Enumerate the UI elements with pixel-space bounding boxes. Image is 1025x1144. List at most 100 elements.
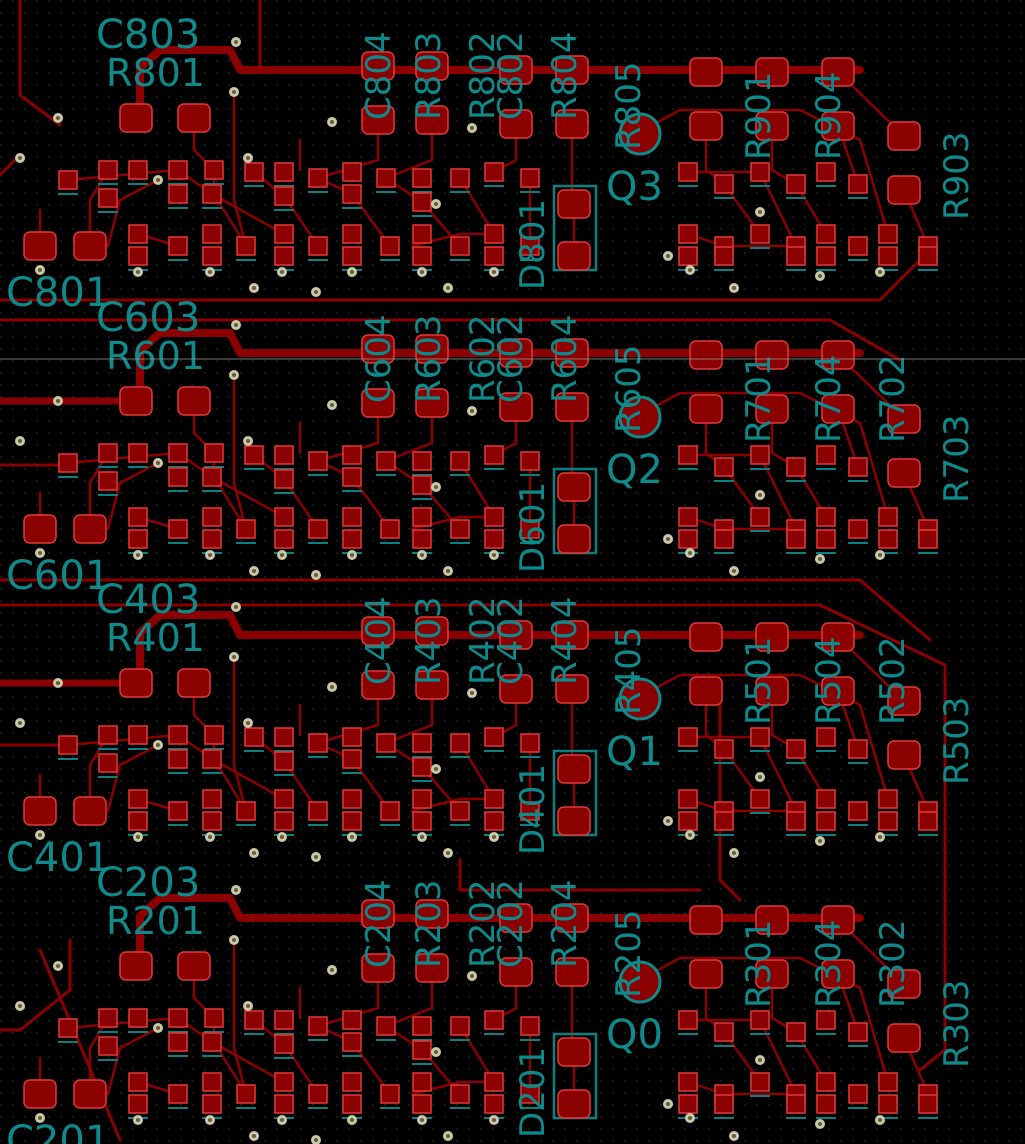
smd-pad: [887, 404, 921, 434]
via-hole: [434, 485, 438, 489]
via-hole: [878, 553, 882, 557]
ic-pad: [308, 1084, 328, 1104]
ic-pad: [274, 469, 294, 489]
copper-trace: [88, 168, 110, 248]
via-hole: [666, 819, 670, 823]
ic-pad: [98, 443, 118, 463]
component-label: R704: [809, 354, 849, 443]
smd-pad: [23, 514, 57, 544]
transistor-pad: [618, 677, 662, 721]
smd-pad: [555, 903, 589, 933]
smd-pad: [499, 392, 533, 422]
ic-pad: [380, 519, 400, 539]
component-label: C202: [491, 879, 531, 968]
component-label: R903: [937, 131, 977, 220]
ic-pad: [678, 1094, 698, 1114]
via-hole: [252, 1134, 256, 1138]
smd-pad: [361, 670, 395, 700]
ic-pad: [848, 1084, 868, 1104]
smd-pad: [361, 899, 395, 929]
transistor-pad: [618, 395, 662, 439]
copper-trace: [634, 391, 890, 519]
copper-trace: [66, 1016, 286, 1084]
via-hole: [470, 409, 474, 413]
transistor-pad: [618, 112, 662, 156]
via-hole: [758, 493, 762, 497]
ic-pad: [342, 749, 362, 769]
ic-pad: [520, 519, 540, 539]
ic-pad: [380, 801, 400, 821]
component-label: C201: [6, 1118, 110, 1144]
component-label: C804: [359, 31, 399, 120]
component-label: C404: [359, 596, 399, 685]
component-label: R304: [809, 919, 849, 1008]
smd-pad: [887, 686, 921, 716]
ic-pad: [236, 519, 256, 539]
ic-pad: [128, 811, 148, 831]
smd-pad: [415, 953, 449, 983]
component-label: Q3: [606, 164, 663, 210]
smd-pad: [555, 109, 589, 139]
ic-pad: [520, 801, 540, 821]
via-hole: [818, 557, 822, 561]
ic-pad: [878, 1094, 898, 1114]
via-hole: [246, 721, 250, 725]
via-hole: [492, 835, 496, 839]
copper-trace: [136, 894, 864, 970]
via-hole: [252, 851, 256, 855]
smd-pad: [555, 957, 589, 987]
component-label: R403: [409, 596, 449, 685]
via-hole: [252, 286, 256, 290]
ic-pad: [450, 1084, 470, 1104]
copper-trace: [106, 178, 160, 248]
ic-pad: [202, 1032, 222, 1052]
ic-pad: [678, 789, 698, 809]
ic-pad: [412, 224, 432, 244]
ic-pad: [202, 224, 222, 244]
via-hole: [420, 1118, 424, 1122]
component-label: R405: [609, 626, 649, 715]
smd-pad: [887, 969, 921, 999]
via-hole: [18, 156, 22, 160]
via-hole: [314, 855, 318, 859]
smd-pad: [499, 55, 533, 85]
ic-pad: [412, 1072, 432, 1092]
ic-pad: [786, 457, 806, 477]
smd-pad: [887, 458, 921, 488]
via-hole: [208, 553, 212, 557]
via-hole: [732, 286, 736, 290]
ic-pad: [308, 168, 328, 188]
component-label: R401: [106, 616, 205, 660]
ic-pad: [412, 192, 432, 212]
smd-pad: [557, 189, 591, 219]
via-hole: [18, 439, 22, 443]
copper-trace: [66, 733, 286, 801]
via-hole: [38, 551, 42, 555]
copper-trace: [136, 46, 864, 122]
ic-pad: [412, 507, 432, 527]
ic-pad: [412, 811, 432, 831]
ic-pad: [750, 445, 770, 465]
via-hole: [470, 126, 474, 130]
smd-pad: [689, 905, 723, 935]
via-hole: [208, 835, 212, 839]
component-label: C403: [96, 577, 200, 623]
copper-trace: [232, 90, 248, 248]
copper-trace: [88, 733, 110, 813]
via-hole: [56, 964, 60, 968]
ic-pad: [484, 224, 504, 244]
ic-pad: [58, 170, 78, 190]
ic-pad: [878, 1072, 898, 1092]
copper-trace: [66, 451, 286, 519]
ic-pad: [128, 1094, 148, 1114]
ic-pad: [376, 451, 396, 471]
ic-pad: [342, 811, 362, 831]
ic-pad: [412, 757, 432, 777]
smd-pad: [415, 388, 449, 418]
copper-trace: [136, 611, 864, 687]
via-hole: [330, 685, 334, 689]
component-label: R901: [739, 71, 779, 160]
ic-pad: [308, 519, 328, 539]
ic-pad: [168, 1084, 188, 1104]
